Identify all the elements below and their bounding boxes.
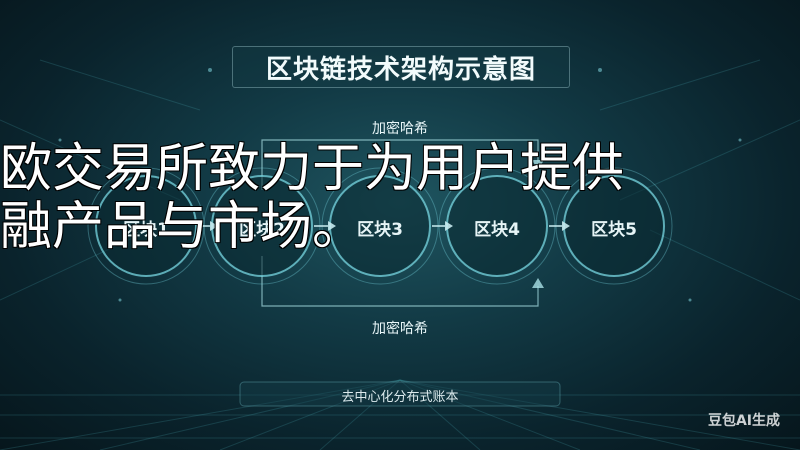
block-label-4: 区块4 — [474, 220, 520, 240]
block-label-2: 区块2 — [239, 220, 285, 240]
block-label-1: 区块1 — [123, 220, 169, 240]
overlay-text-line1: 欧交易所致力于为用户提供 — [0, 140, 625, 199]
hash-label-top: 加密哈希 — [372, 121, 428, 137]
block-label-5: 区块5 — [591, 220, 637, 240]
block-label-3: 区块3 — [357, 220, 403, 240]
hash-label-bottom: 加密哈希 — [372, 321, 428, 337]
overlay-text-line2: 融产品与市场。 — [0, 197, 365, 256]
diagram-title: 区块链技术架构示意图 — [232, 46, 570, 88]
overlay-text: 欧交易所致力于为用户提供 融产品与市场。 — [0, 140, 800, 256]
block-circle-1 — [95, 175, 197, 277]
ledger-label: 去中心化分布式账本 — [341, 390, 459, 405]
brand-label: 豆包AI生成 — [707, 413, 780, 429]
